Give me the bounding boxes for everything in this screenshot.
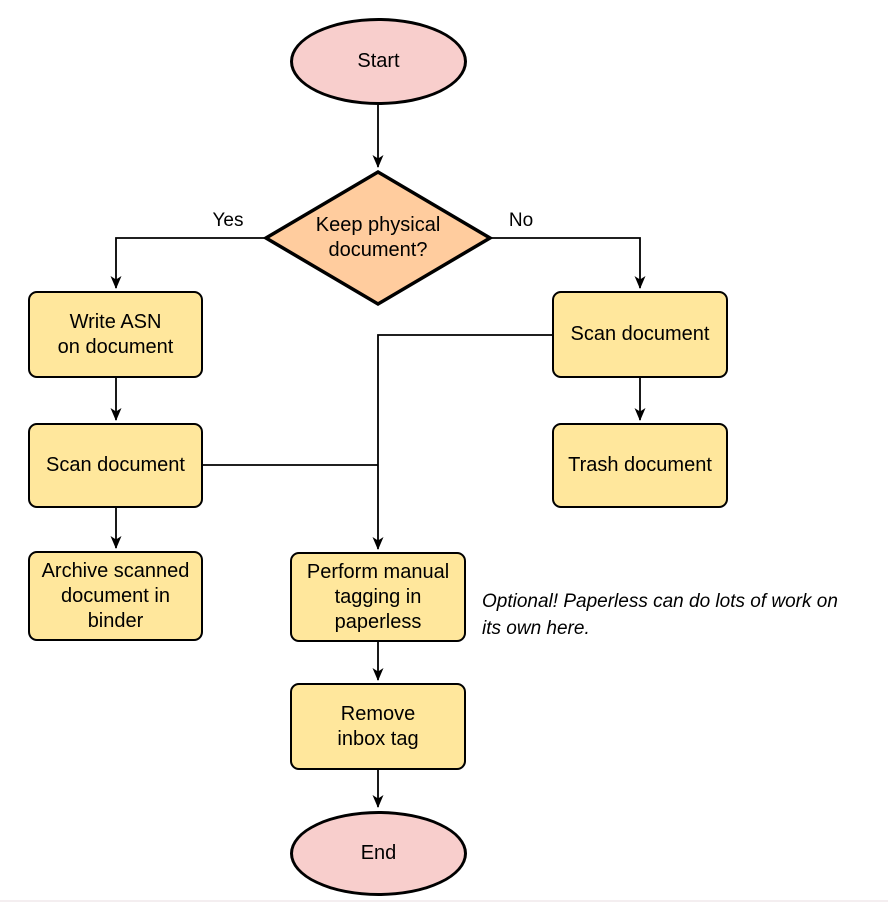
node-perform-manual-tagging: Perform manual tagging in paperless: [290, 552, 466, 642]
node-trash-document: Trash document: [552, 423, 728, 508]
node-scan-document-left: Scan document: [28, 423, 203, 508]
edge-decision-yes-to-write-asn: [110, 237, 265, 289]
edge-label-yes: Yes: [212, 210, 244, 231]
node-decision-label: Keep physical document?: [315, 214, 441, 261]
node-remove-inbox-tag: Remove inbox tag: [290, 683, 466, 770]
node-write-asn: Write ASN on document: [28, 291, 203, 378]
edge-label-no: No: [508, 210, 534, 231]
edge-decision-no-to-scan-right: [490, 237, 646, 289]
page-bottom-edge: [0, 900, 888, 902]
node-archive-in-binder: Archive scanned document in binder: [28, 551, 203, 641]
node-start: Start: [290, 18, 467, 105]
node-end-label: End: [360, 842, 397, 864]
node-start-label: Start: [357, 50, 400, 72]
node-end: End: [290, 811, 467, 896]
node-scan-document-right: Scan document: [552, 291, 728, 378]
diamond-shape: [262, 169, 494, 307]
node-decision-keep-physical: Keep physical document?: [262, 168, 494, 308]
note-optional-paperless: Optional! Paperless can do lots of work …: [482, 591, 838, 639]
edge-scan-right-to-perform: [372, 334, 552, 550]
